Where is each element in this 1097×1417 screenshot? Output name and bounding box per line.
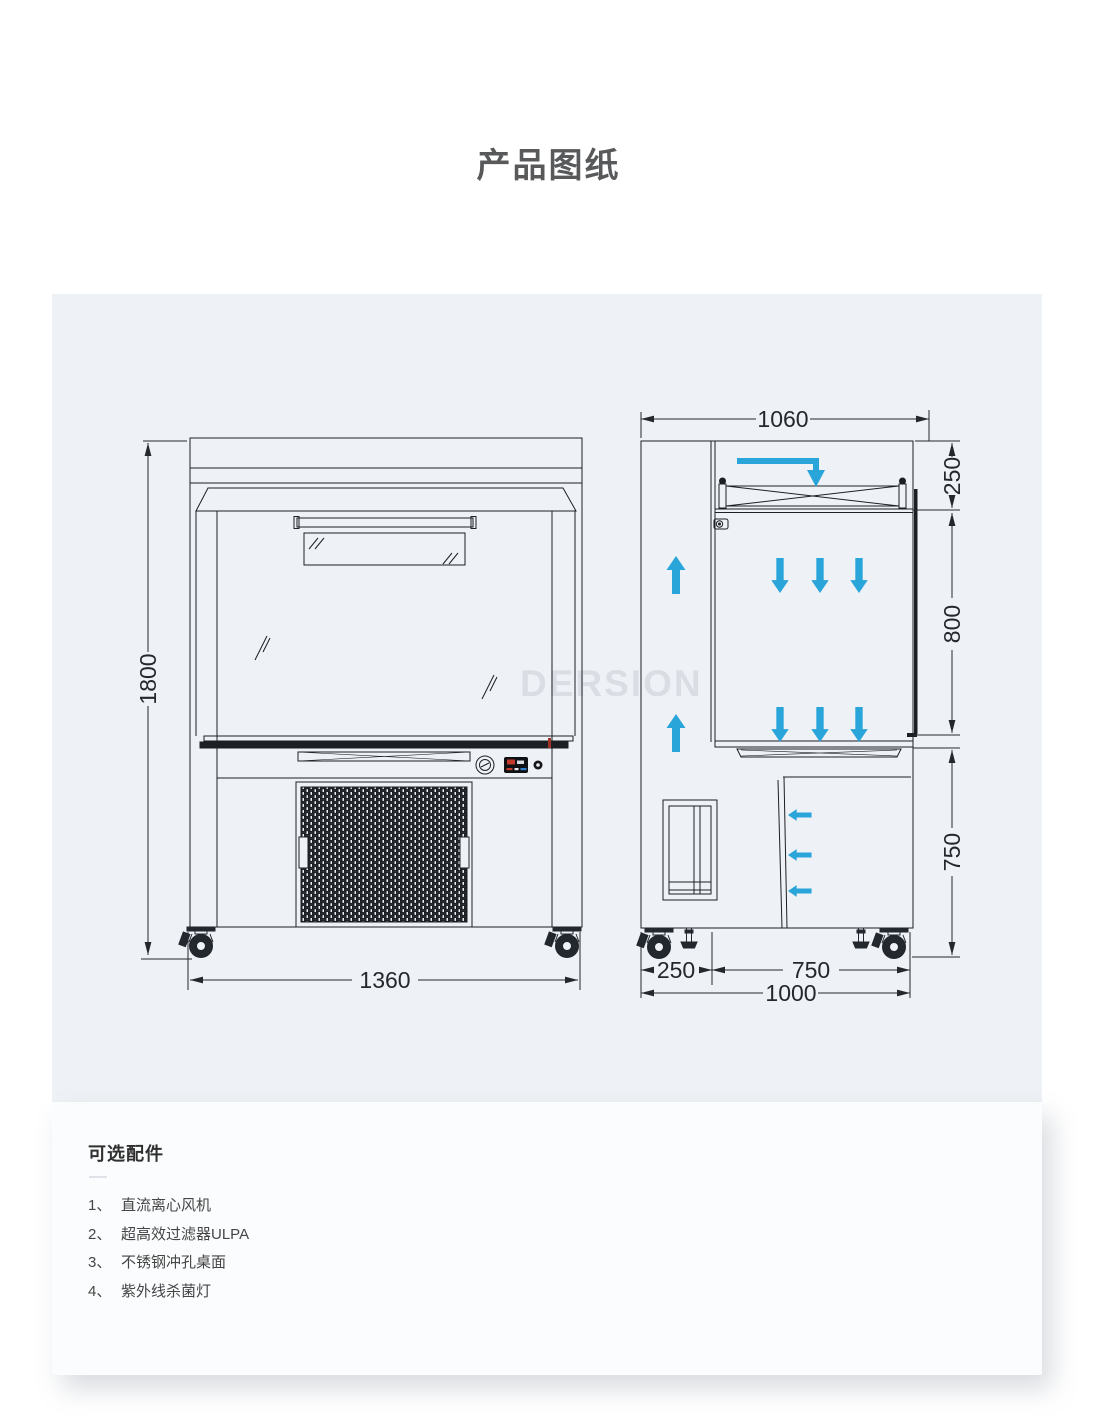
list-item-number: 3、 <box>88 1254 112 1271</box>
airflow-down-arrow-icon <box>810 706 830 743</box>
caster-wheel-icon <box>544 926 582 958</box>
airflow-left-arrow-icon <box>787 848 812 862</box>
list-item: 4、 紫外线杀菌灯 <box>88 1280 249 1309</box>
filter-assembly <box>715 477 913 513</box>
side-view: 1060 250 800 750 250 750 1000 <box>636 406 965 1006</box>
accessories-heading: 可选配件 <box>88 1144 164 1164</box>
airflow-left-arrow-icon <box>787 808 812 822</box>
side-work-depth-dimension: 750 <box>792 957 830 983</box>
blower-box <box>662 799 718 901</box>
caster-wheel-icon <box>871 927 909 959</box>
side-dimensions <box>640 410 960 998</box>
list-item: 3、 不锈钢冲孔桌面 <box>88 1251 249 1280</box>
latch-icon <box>713 518 729 530</box>
control-display-icon <box>504 757 528 773</box>
front-view: 1800 1360 <box>135 437 583 993</box>
airflow-down-arrow-icon <box>849 557 869 594</box>
power-knob-icon <box>533 760 543 770</box>
airflow-left-arrow-icon <box>787 884 812 898</box>
airflow-down-arrow-icon <box>770 557 790 594</box>
front-dimensions <box>141 440 581 990</box>
side-top-width-dimension: 1060 <box>757 406 808 432</box>
list-item-label: 直流离心风机 <box>121 1197 212 1214</box>
airflow-down-arrow-icon <box>770 706 790 743</box>
airflow-down-arrow-icon <box>810 557 830 594</box>
list-item: 2、 超高效过滤器ULPA <box>88 1223 249 1252</box>
list-item-number: 1、 <box>88 1197 112 1214</box>
airflow-down-arrow-icon <box>849 706 869 743</box>
front-height-dimension: 1800 <box>135 653 161 704</box>
caster-wheel-icon <box>178 926 216 958</box>
brand-watermark: DERSION <box>520 663 703 704</box>
side-stand-height-dimension: 750 <box>939 833 965 871</box>
leveling-foot-icon <box>852 927 870 949</box>
airflow-inlet-arrow-icon <box>737 458 825 487</box>
accessories-card: 可选配件 1、 直流离心风机 2、 超高效过滤器ULPA 3、 不锈钢冲孔桌面 … <box>52 1102 1042 1375</box>
list-item-number: 4、 <box>88 1282 112 1300</box>
side-chamber-height-dimension: 800 <box>939 605 965 643</box>
ventilation-grille <box>300 786 468 923</box>
accessories-list: 1、 直流离心风机 2、 超高效过滤器ULPA 3、 不锈钢冲孔桌面 4、 紫外… <box>88 1194 249 1308</box>
list-item: 1、 直流离心风机 <box>88 1194 249 1223</box>
airflow-up-arrow-icon <box>666 713 686 753</box>
front-width-dimension: 1360 <box>359 967 410 993</box>
side-filter-height-dimension: 250 <box>939 457 965 495</box>
leveling-foot-icon <box>680 927 698 949</box>
list-item-label: 紫外线杀菌灯 <box>121 1282 212 1300</box>
heading-divider <box>89 1176 107 1178</box>
airflow-arrows <box>666 458 869 898</box>
list-item-label: 不锈钢冲孔桌面 <box>121 1254 227 1271</box>
side-duct-depth-dimension: 250 <box>657 957 695 983</box>
caster-wheel-icon <box>636 927 674 959</box>
page-title: 产品图纸 <box>476 147 621 185</box>
list-item-number: 2、 <box>88 1225 112 1243</box>
pressure-gauge-icon <box>475 755 495 775</box>
list-item-label: 超高效过滤器ULPA <box>121 1225 250 1243</box>
airflow-up-arrow-icon <box>666 555 686 595</box>
side-base-depth-dimension: 1000 <box>765 980 816 1006</box>
